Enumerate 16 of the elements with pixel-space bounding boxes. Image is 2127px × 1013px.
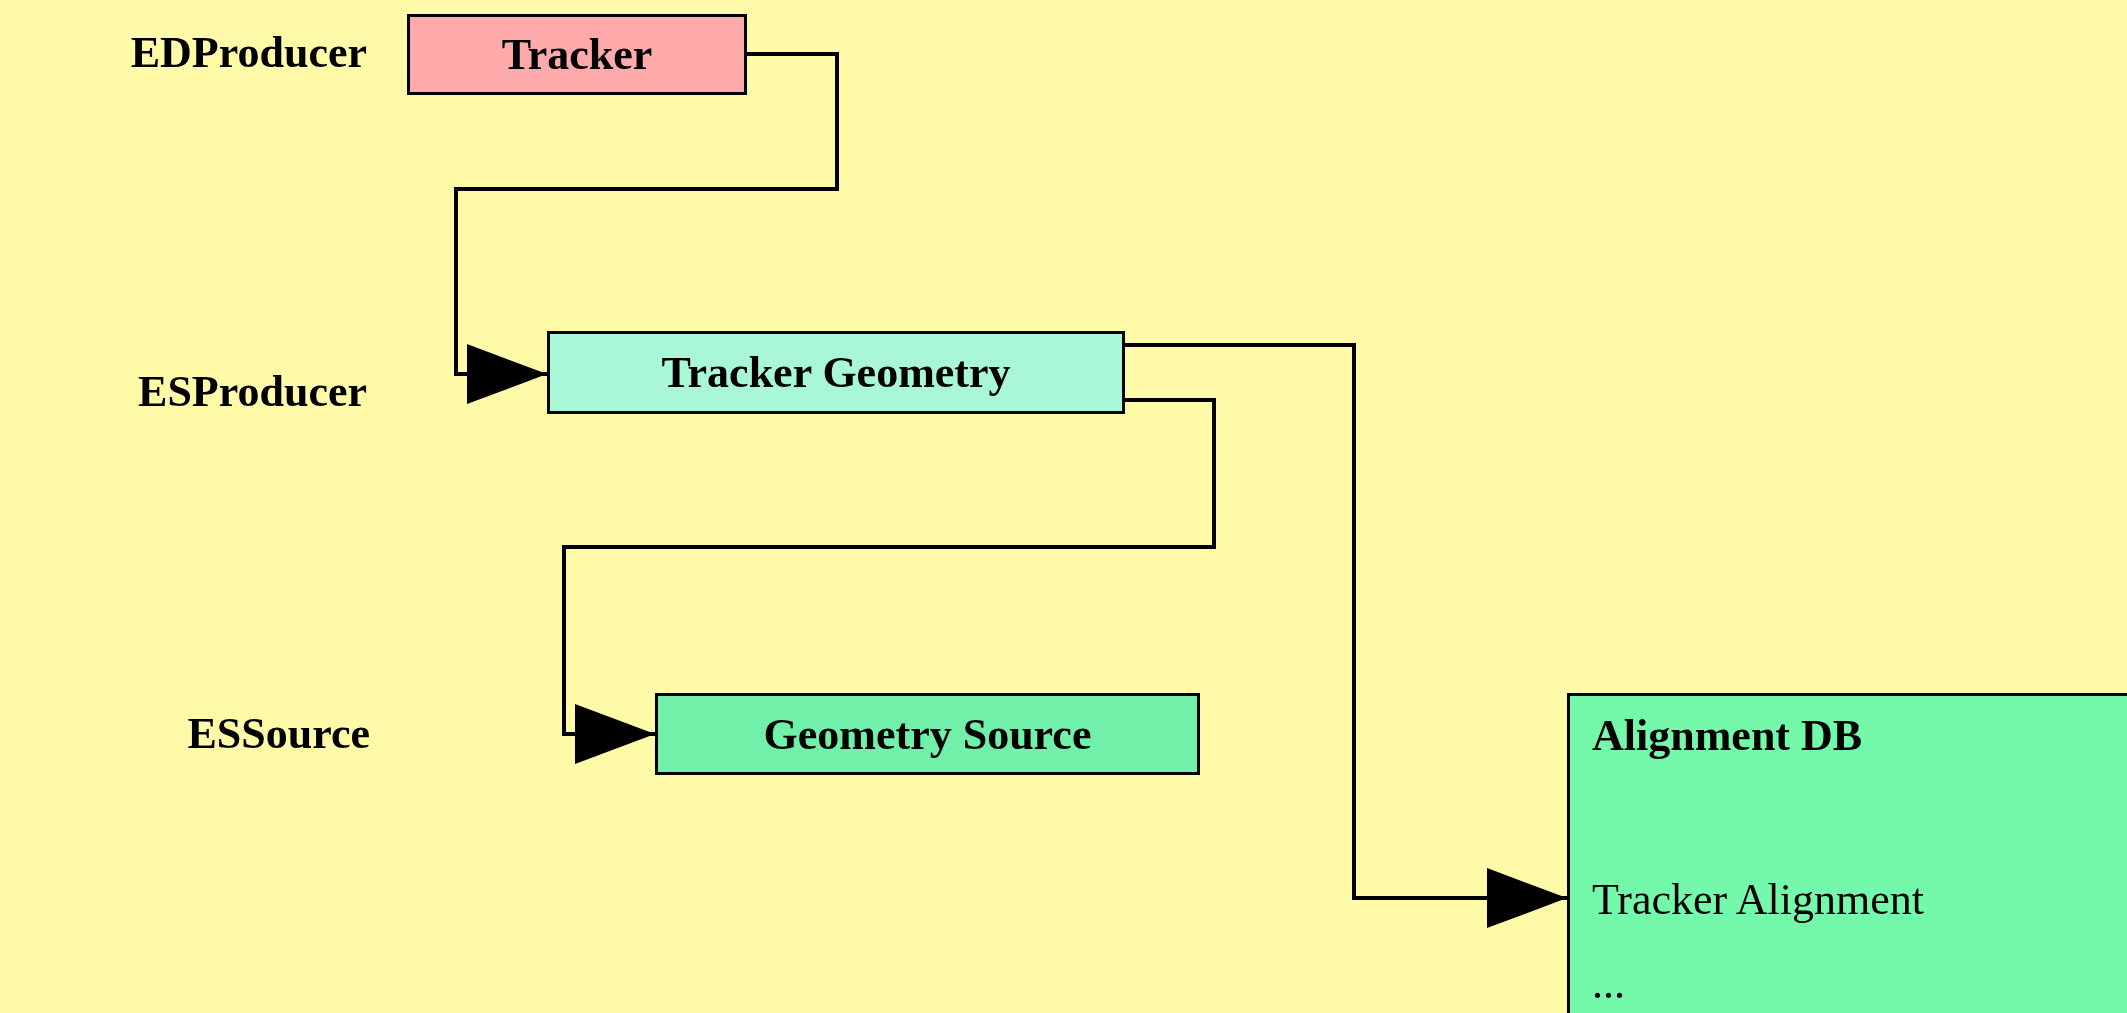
box-text: Tracker Geometry: [661, 347, 1011, 398]
box-text: Tracker: [501, 29, 653, 80]
box-text: ...: [1592, 958, 1625, 1009]
box-text: Geometry Source: [763, 708, 1092, 760]
connector-arrow: [562, 398, 1216, 764]
connector-arrow: [454, 52, 839, 404]
role-label: ESSource: [187, 708, 370, 759]
role-label: EDProducer: [130, 27, 367, 78]
process-box: [1567, 693, 2127, 1013]
process-box: [547, 331, 1125, 414]
box-heading: Alignment DB: [1592, 710, 1863, 761]
process-box: [407, 14, 747, 95]
role-label: ESProducer: [138, 366, 367, 417]
box-text: Tracker Alignment: [1592, 874, 1924, 925]
connector-arrow: [1125, 343, 1567, 928]
process-box: [655, 693, 1200, 775]
